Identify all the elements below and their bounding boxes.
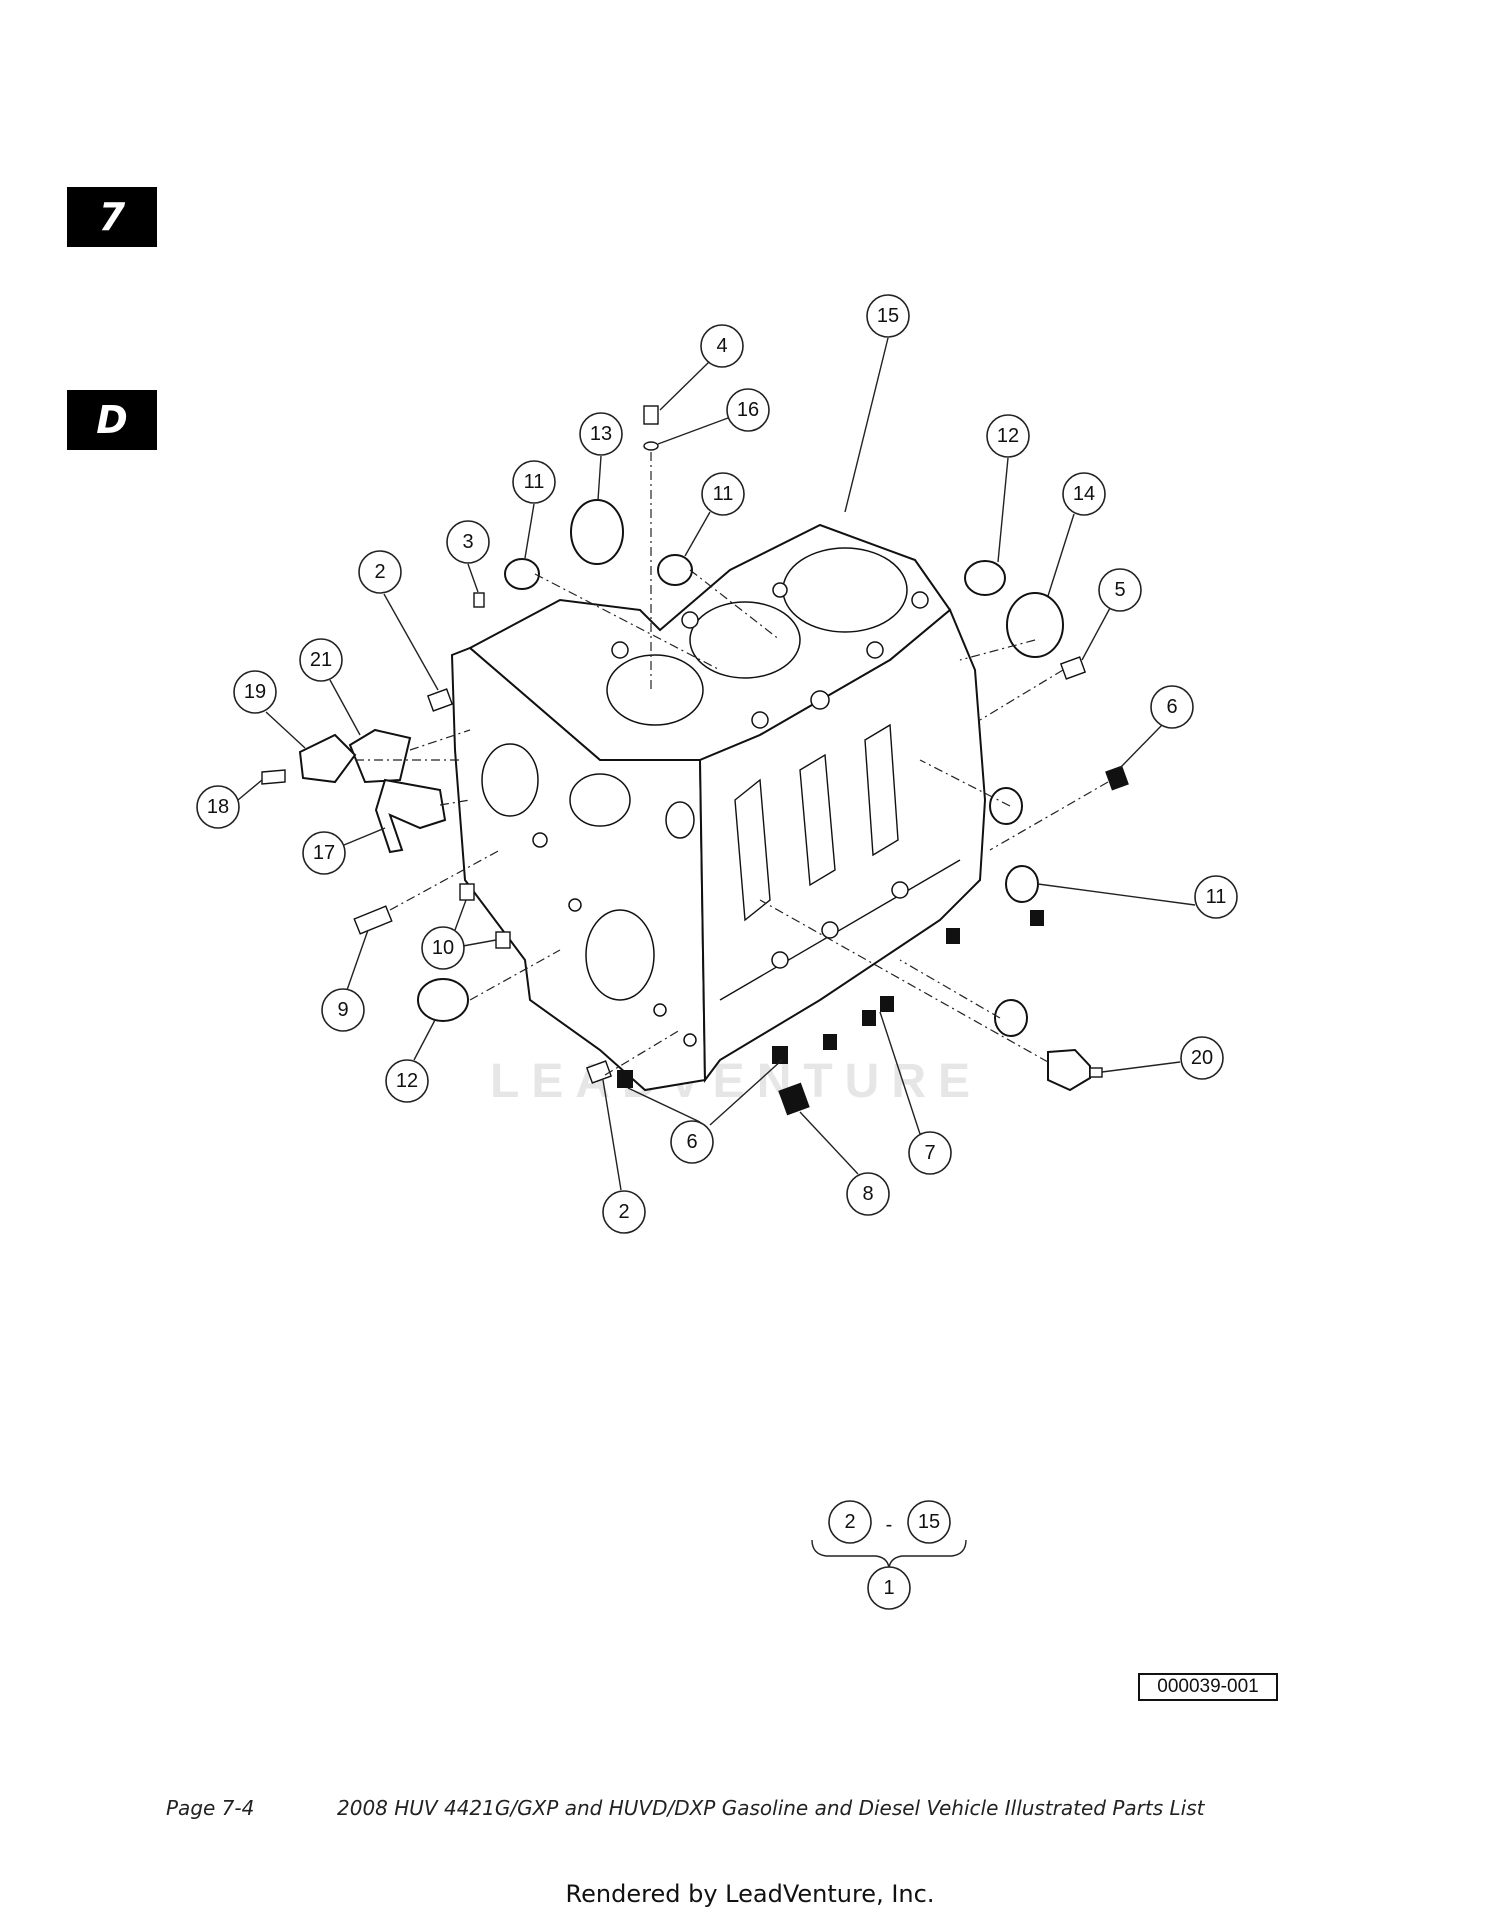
callout-circle [726, 388, 770, 432]
rendered-by-credit: Rendered by LeadVenture, Inc. [565, 1880, 935, 1908]
loose-parts [261, 405, 1129, 1116]
assembly-to-label: 15 [918, 1511, 940, 1533]
callout-7: 7 [908, 1131, 952, 1175]
callout-circle [701, 472, 745, 516]
callout-8: 8 [846, 1172, 890, 1216]
callout-circle [1180, 1036, 1224, 1080]
callout-label: 20 [1191, 1047, 1213, 1069]
footer-document-title: 2008 HUV 4421G/GXP and HUVD/DXP Gasoline… [337, 1796, 1205, 1820]
callout-21: 21 [299, 638, 343, 682]
callout-label: 6 [1166, 696, 1177, 718]
callout-label: 14 [1073, 483, 1095, 505]
callout-19: 19 [233, 670, 277, 714]
callout-circle [908, 1131, 952, 1175]
callout-label: 2 [618, 1201, 629, 1223]
callout-circle [602, 1190, 646, 1234]
callout-10: 10 [421, 926, 465, 970]
callout-circle [986, 414, 1030, 458]
watermark: LEADVENTURE [490, 1055, 982, 1108]
callout-2: 2 [602, 1190, 646, 1234]
assembly-callout: 2 - 15 1 [811, 1500, 967, 1610]
callout-circle [302, 831, 346, 875]
callout-12: 12 [986, 414, 1030, 458]
callout-label: 12 [997, 425, 1019, 447]
assembly-parent-label: 1 [883, 1577, 894, 1599]
section-tab: 7 [67, 187, 157, 247]
callout-circle [512, 460, 556, 504]
footer-page-number: Page 7-4 [166, 1796, 255, 1820]
callout-circle [1194, 875, 1238, 919]
callout-2: 2 [358, 550, 402, 594]
callout-label: 15 [877, 305, 899, 327]
callout-label: 2 [374, 561, 385, 583]
callout-6: 6 [670, 1120, 714, 1164]
callout-14: 14 [1062, 472, 1106, 516]
callout-11: 11 [512, 460, 556, 504]
callout-12: 12 [385, 1059, 429, 1103]
callout-4: 4 [700, 324, 744, 368]
callout-label: 6 [686, 1131, 697, 1153]
callout-label: 9 [337, 999, 348, 1021]
callout-layer: 15 4 16 13 12 11 11 14 3 2 5 21 19 6 18 17 11 10 9 20 12 6 7 8 2 [196, 294, 1238, 1234]
callout-11: 11 [1194, 875, 1238, 919]
subsection-tab: D [67, 390, 157, 450]
callout-6: 6 [1150, 685, 1194, 729]
callout-circle [196, 785, 240, 829]
cylinder-block-illustration [450, 523, 987, 1092]
callout-20: 20 [1180, 1036, 1224, 1080]
callout-label: 12 [396, 1070, 418, 1092]
callout-circle [579, 412, 623, 456]
callout-label: 5 [1114, 579, 1125, 601]
callout-16: 16 [726, 388, 770, 432]
callout-circle [1150, 685, 1194, 729]
callout-15: 15 [866, 294, 910, 338]
dashed-assembly-lines [355, 452, 1109, 1076]
callout-3: 3 [446, 520, 490, 564]
callout-9: 9 [321, 988, 365, 1032]
callout-circle [233, 670, 277, 714]
callout-label: 10 [432, 937, 454, 959]
callout-circle [1098, 568, 1142, 612]
callout-circle [866, 294, 910, 338]
callout-label: 19 [244, 681, 266, 703]
callout-label: 18 [207, 796, 229, 818]
callout-11: 11 [701, 472, 745, 516]
callout-circle [385, 1059, 429, 1103]
callout-label: 3 [462, 531, 473, 553]
callout-17: 17 [302, 831, 346, 875]
figure-id: 000039-001 [1138, 1673, 1278, 1701]
callout-circle [421, 926, 465, 970]
assembly-from-label: 2 [844, 1511, 855, 1533]
callout-label: 8 [862, 1183, 873, 1205]
callout-label: 11 [1206, 886, 1227, 908]
callout-label: 17 [313, 842, 335, 864]
assembly-dash: - [886, 1514, 893, 1536]
callout-circle [700, 324, 744, 368]
assembly-to-circle [907, 1500, 951, 1544]
callout-5: 5 [1098, 568, 1142, 612]
callout-13: 13 [579, 412, 623, 456]
callout-label: 11 [524, 471, 545, 493]
callout-circle [1062, 472, 1106, 516]
callout-circle [446, 520, 490, 564]
callout-label: 11 [713, 483, 734, 505]
callout-circle [358, 550, 402, 594]
assembly-brace [811, 1539, 967, 1571]
callout-circle [299, 638, 343, 682]
leader-lines [237, 337, 1196, 1191]
callout-18: 18 [196, 785, 240, 829]
callout-label: 4 [716, 335, 727, 357]
callout-label: 13 [590, 423, 612, 445]
assembly-parent-circle [867, 1566, 911, 1610]
callout-circle [670, 1120, 714, 1164]
callout-circle [321, 988, 365, 1032]
callout-circle [846, 1172, 890, 1216]
callout-label: 7 [924, 1142, 935, 1164]
callout-label: 21 [310, 649, 332, 671]
callout-label: 16 [737, 399, 759, 421]
assembly-from-circle [828, 1500, 872, 1544]
